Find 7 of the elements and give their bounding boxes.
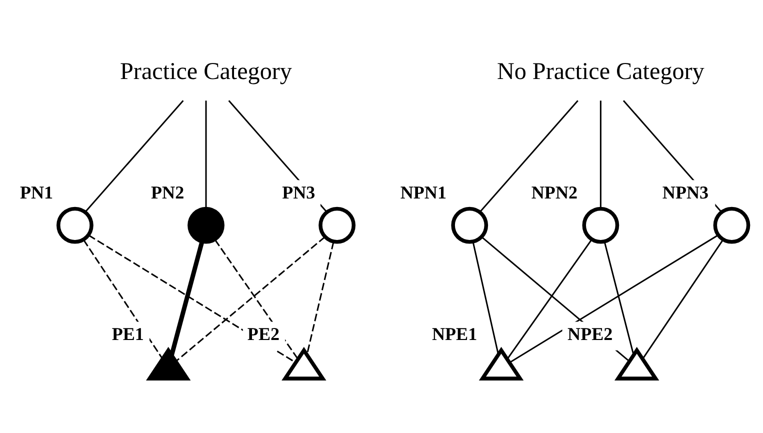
node-label: NPN2 — [531, 182, 578, 202]
node-label: NPN1 — [400, 182, 446, 202]
node-label: NPE1 — [432, 323, 478, 344]
node-text: Practice Category — [120, 58, 292, 84]
node-text: No Practice Category — [496, 58, 704, 84]
node-label: PN1 — [20, 182, 54, 202]
node-label: PN2 — [151, 182, 184, 202]
